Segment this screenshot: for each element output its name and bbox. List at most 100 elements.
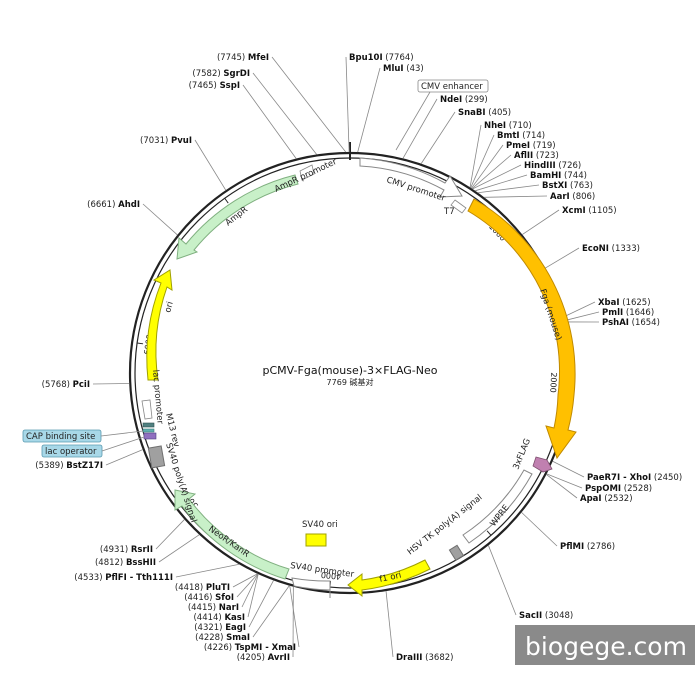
site-leader: [155, 519, 185, 550]
feature-sv40-promoter[interactable]: [291, 577, 331, 598]
site-name: PflFI - Tth111I: [105, 573, 173, 583]
site-leader: [471, 154, 512, 190]
site-nhei[interactable]: NheI (710): [484, 121, 532, 131]
feature-cmv-promoter[interactable]: [359, 157, 463, 198]
site-position: (1333): [609, 244, 640, 254]
site-mlui[interactable]: MluI (43): [383, 64, 424, 74]
feature-lac-promoter[interactable]: [141, 399, 153, 420]
site-position: (2532): [602, 494, 633, 504]
site-econi[interactable]: EcoNI (1333): [582, 244, 640, 254]
site-position: (3682): [422, 653, 453, 663]
site-position: (4812): [95, 558, 126, 568]
site-leader: [385, 591, 394, 658]
site-ndei[interactable]: NdeI (299): [440, 95, 488, 105]
site-leader: [92, 383, 130, 385]
site-pmei[interactable]: PmeI (719): [506, 141, 556, 151]
site-pvui[interactable]: (7031) PvuI: [140, 136, 192, 146]
site-pmli[interactable]: PmlI (1646): [602, 308, 654, 318]
site-draiii[interactable]: DraIII (3682): [396, 653, 453, 663]
site-leader: [175, 563, 240, 578]
label-sv40-ori: SV40 ori: [302, 520, 338, 530]
site-position: (723): [533, 151, 559, 161]
site-leader: [402, 98, 438, 159]
feature-sv40-polya[interactable]: [147, 445, 166, 469]
feature-ori[interactable]: [146, 269, 173, 381]
site-bstxi[interactable]: BstXI (763): [542, 181, 593, 191]
site-pflmi[interactable]: PflMI (2786): [560, 542, 615, 552]
watermark-text: biogege.com: [525, 632, 687, 661]
site-leader: [289, 585, 300, 648]
feature-m13-rev[interactable]: [142, 422, 155, 428]
site-aari[interactable]: AarI (806): [550, 192, 595, 202]
site-plut1[interactable]: (4418) PluTI: [175, 583, 230, 593]
feature-sv40-ori[interactable]: [305, 533, 327, 547]
site-sgrdi[interactable]: (7582) SgrDI: [192, 69, 250, 79]
feature-ampr-promoter[interactable]: [299, 164, 315, 181]
site-snabi[interactable]: SnaBI (405): [458, 108, 511, 118]
feature-neor-kanr[interactable]: [174, 489, 290, 580]
site-position: (4931): [100, 545, 131, 555]
site-pshai[interactable]: PshAI (1654): [602, 318, 660, 328]
site-hindiii[interactable]: HindIII (726): [524, 161, 581, 171]
site-mfei[interactable]: (7745) MfeI: [217, 53, 269, 63]
site-sspi[interactable]: (7465) SspI: [189, 81, 240, 91]
site-sfoi[interactable]: (4416) SfoI: [184, 593, 234, 603]
tick-mark: [137, 342, 144, 345]
site-leader: [252, 585, 290, 638]
site-leader: [357, 67, 381, 153]
site-position: (719): [530, 141, 556, 151]
site-ahdi[interactable]: (6661) AhdI: [87, 200, 140, 210]
feature-t7[interactable]: [450, 199, 467, 214]
site-nari[interactable]: (4415) NarI: [188, 603, 239, 613]
site-bstz17i[interactable]: (5389) BstZ17I: [35, 461, 103, 471]
site-name: MluI: [383, 64, 404, 74]
feature-wpre[interactable]: [462, 469, 533, 544]
site-sacii[interactable]: SacII (3048): [519, 611, 573, 621]
site-bmti[interactable]: BmtI (714): [497, 131, 545, 141]
site-paer7i-xhoi[interactable]: PaeR7I - XhoI (2450): [587, 473, 682, 483]
feature-ampr[interactable]: [176, 174, 299, 260]
site-xbai[interactable]: XbaI (1625): [598, 298, 651, 308]
site-bpu10i[interactable]: Bpu10I (7764): [349, 53, 414, 63]
site-name: EagI: [225, 623, 246, 633]
site-name: AhdI: [118, 200, 140, 210]
label-3xflag: 3xFLAG: [512, 437, 533, 471]
site-name: XcmI: [562, 206, 586, 216]
site-position: (405): [486, 108, 512, 118]
site-kasi[interactable]: (4414) KasI: [193, 613, 245, 623]
site-bsshii[interactable]: (4812) BssHII: [95, 558, 156, 568]
site-afliii[interactable]: AflII (723): [514, 151, 559, 161]
feature-3xflag[interactable]: [532, 456, 553, 473]
site-position: (7764): [383, 53, 414, 63]
feature-hsv-tk-polya[interactable]: [448, 544, 465, 561]
site-name: MfeI: [248, 53, 269, 63]
site-leader: [248, 580, 274, 628]
site-position: (2450): [651, 473, 682, 483]
site-leader: [474, 174, 528, 192]
site-leaders: [92, 56, 600, 658]
site-pcii[interactable]: (5768) PciI: [42, 380, 90, 390]
site-apai[interactable]: ApaI (2532): [580, 494, 633, 504]
site-leader: [242, 84, 297, 159]
site-pfifi-tth111i[interactable]: (4533) PflFI - Tth111I: [74, 573, 173, 583]
site-position: (7465): [189, 81, 220, 91]
site-rsrii[interactable]: (4931) RsrII: [100, 545, 153, 555]
site-name: NarI: [219, 603, 239, 613]
feature-f1-ori[interactable]: [347, 559, 431, 598]
site-smai[interactable]: (4228) SmaI: [195, 633, 250, 643]
site-xcmi[interactable]: XcmI (1105): [562, 206, 617, 216]
feature-fga[interactable]: [467, 198, 577, 460]
site-tspmi-xmai[interactable]: (4226) TspMI - XmaI: [204, 643, 296, 653]
site-name: PmlI: [602, 308, 623, 318]
site-name: BmtI: [497, 131, 520, 141]
site-bamhi[interactable]: BamHI (744): [530, 171, 587, 181]
site-position: (3048): [542, 611, 573, 621]
site-eagi[interactable]: (4321) EagI: [194, 623, 246, 633]
feature-lac-operator[interactable]: [143, 432, 157, 440]
feature-cap-binding-site[interactable]: [142, 428, 155, 433]
plasmid-name: pCMV-Fga(mouse)-3×FLAG-Neo: [263, 364, 438, 377]
site-leader: [241, 573, 259, 608]
svg-text:lac operator: lac operator: [45, 447, 97, 457]
site-avrii[interactable]: (4205) AvrII: [237, 653, 290, 663]
site-pspomi[interactable]: PspOMI (2528): [585, 484, 652, 494]
